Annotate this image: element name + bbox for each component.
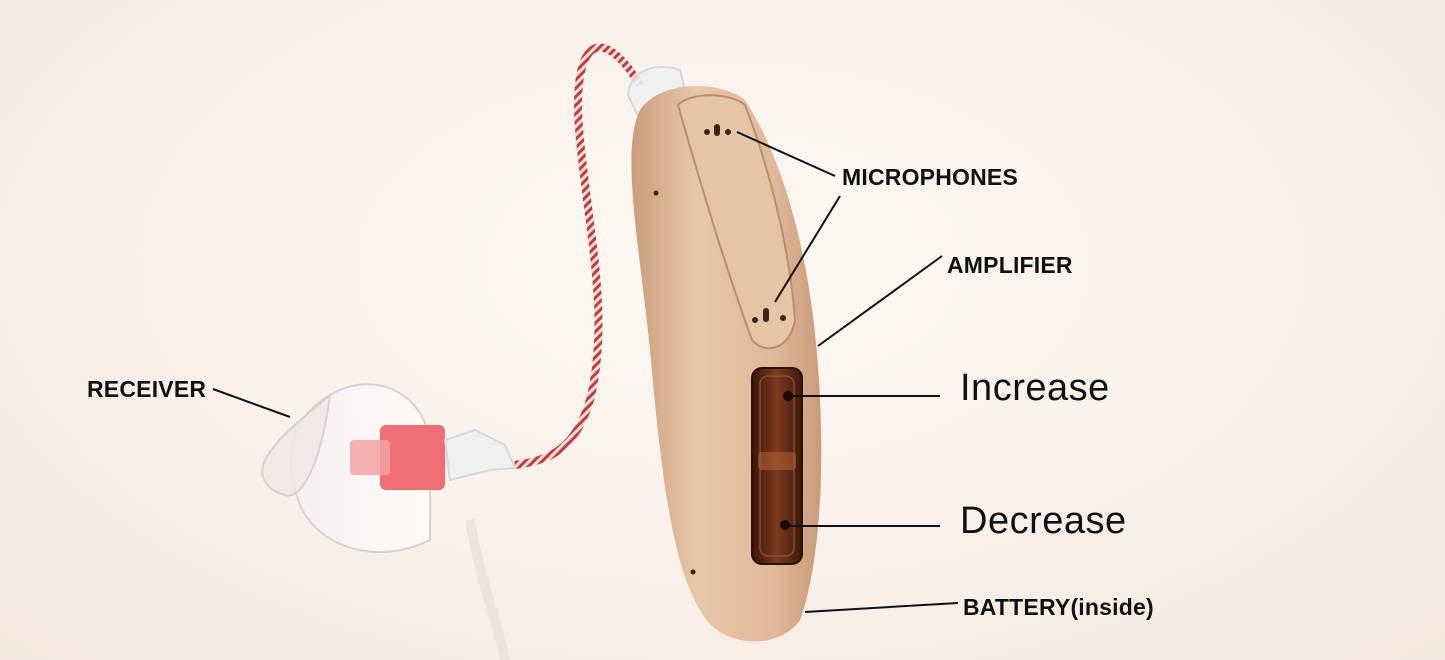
retention-tube — [470, 520, 505, 660]
receiver-wire — [515, 47, 640, 465]
increase-button-dot — [783, 391, 793, 401]
label-microphones: MICROPHONES — [842, 164, 1018, 191]
label-increase: Increase — [960, 367, 1110, 410]
decrease-button-dot — [780, 520, 790, 530]
receiver-dome — [262, 384, 515, 552]
leader-battery — [805, 603, 958, 612]
leader-receiver — [213, 389, 290, 417]
label-decrease: Decrease — [960, 500, 1127, 543]
leader-amplifier — [818, 256, 942, 346]
label-amplifier: AMPLIFIER — [947, 252, 1073, 279]
label-receiver: RECEIVER — [87, 376, 206, 403]
label-battery: BATTERY(inside) — [963, 594, 1154, 621]
